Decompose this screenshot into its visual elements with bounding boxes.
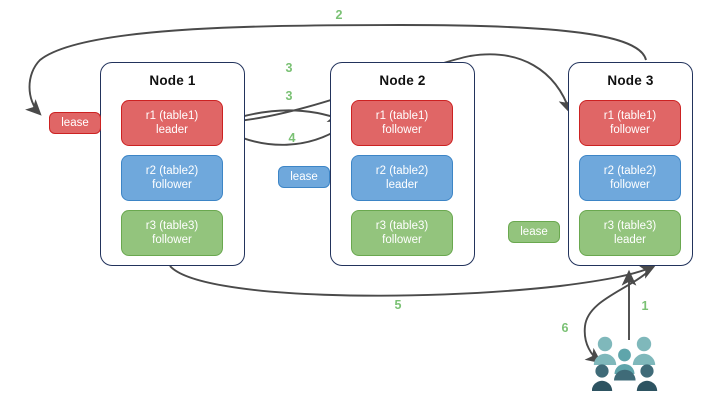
replica-role: leader — [386, 179, 418, 191]
step-label-3a: 3 — [281, 61, 297, 75]
replica-name: r1 (table1) — [375, 110, 429, 122]
users-group-icon — [592, 336, 658, 391]
replica-role: follower — [152, 234, 192, 246]
replica-node2-r3[interactable]: r3 (table3) follower — [351, 210, 453, 256]
step-label-3b: 3 — [281, 89, 297, 103]
lease-label: lease — [61, 117, 89, 129]
step-label-4: 4 — [284, 131, 300, 145]
step-number: 3 — [285, 61, 293, 75]
lease-badge-table3[interactable]: lease — [508, 221, 560, 243]
step-number: 6 — [561, 321, 569, 335]
replica-role: follower — [152, 179, 192, 191]
step-number: 2 — [335, 8, 343, 22]
node-title: Node 2 — [379, 73, 426, 88]
lease-label: lease — [290, 171, 318, 183]
step-number: 3 — [285, 89, 293, 103]
step-label-2: 2 — [331, 8, 347, 22]
replica-name: r1 (table1) — [145, 110, 199, 122]
replica-node1-r1[interactable]: r1 (table1) leader — [121, 100, 223, 146]
replica-name: r3 (table3) — [145, 220, 199, 232]
replica-role: follower — [610, 124, 650, 136]
replica-name: r1 (table1) — [603, 110, 657, 122]
arrow-step-5 — [169, 264, 657, 297]
replica-name: r3 (table3) — [375, 220, 429, 232]
replica-name: r2 (table2) — [603, 165, 657, 177]
step-label-5: 5 — [390, 298, 406, 312]
replica-node1-r3[interactable]: r3 (table3) follower — [121, 210, 223, 256]
replica-node3-r3[interactable]: r3 (table3) leader — [579, 210, 681, 256]
replica-name: r2 (table2) — [145, 165, 199, 177]
replica-role: leader — [614, 234, 646, 246]
replica-role: follower — [382, 124, 422, 136]
replica-role: follower — [610, 179, 650, 191]
step-label-1: 1 — [637, 299, 653, 313]
node-title: Node 3 — [607, 73, 654, 88]
replica-name: r3 (table3) — [603, 220, 657, 232]
node-title: Node 1 — [149, 73, 196, 88]
replica-role: follower — [382, 234, 422, 246]
lease-badge-table2[interactable]: lease — [278, 166, 330, 188]
replica-node1-r2[interactable]: r2 (table2) follower — [121, 155, 223, 201]
replica-node3-r2[interactable]: r2 (table2) follower — [579, 155, 681, 201]
replica-node2-r2[interactable]: r2 (table2) leader — [351, 155, 453, 201]
replica-role: leader — [156, 124, 188, 136]
step-label-6: 6 — [557, 321, 573, 335]
step-number: 4 — [288, 131, 296, 145]
replica-name: r2 (table2) — [375, 165, 429, 177]
replica-node3-r1[interactable]: r1 (table1) follower — [579, 100, 681, 146]
lease-label: lease — [520, 226, 548, 238]
step-number: 5 — [394, 298, 402, 312]
replica-node2-r1[interactable]: r1 (table1) follower — [351, 100, 453, 146]
lease-badge-table1[interactable]: lease — [49, 112, 101, 134]
step-number: 1 — [641, 299, 649, 313]
